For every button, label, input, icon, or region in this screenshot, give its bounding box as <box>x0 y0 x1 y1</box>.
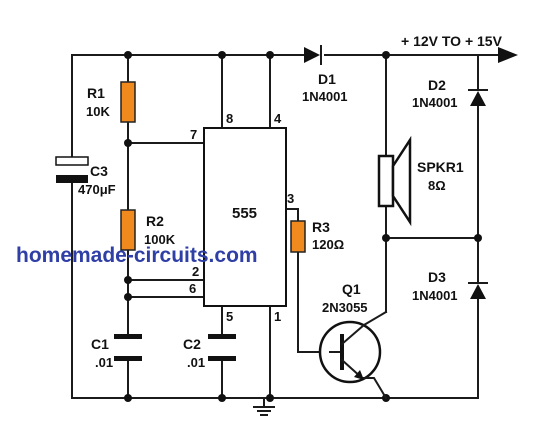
ic-pin-6: 6 <box>189 281 196 296</box>
c1-ref: C1 <box>91 336 109 352</box>
junction-dots <box>124 51 482 402</box>
r1-value: 10K <box>86 104 110 119</box>
ic-pin-7: 7 <box>190 127 197 142</box>
ground-symbol <box>253 406 275 416</box>
diode-d3 <box>468 282 488 299</box>
c3-value: 470μF <box>78 182 116 197</box>
c1-value: .01 <box>95 355 113 370</box>
resistor-r1 <box>120 81 136 123</box>
capacitor-c2 <box>208 334 236 361</box>
capacitor-c1 <box>114 334 142 361</box>
capacitor-c3 <box>55 156 89 183</box>
ic-pin-3: 3 <box>287 191 294 206</box>
ic-555-body <box>203 127 287 307</box>
ic-pin-5: 5 <box>226 309 233 324</box>
d3-ref: D3 <box>428 269 446 285</box>
c2-value: .01 <box>187 355 205 370</box>
resistor-r2 <box>120 209 136 251</box>
c2-ref: C2 <box>183 336 201 352</box>
r1-ref: R1 <box>87 85 105 101</box>
diode-d2 <box>468 89 488 106</box>
ic-pin-4: 4 <box>274 111 282 126</box>
diode-d1 <box>304 45 322 65</box>
wires <box>71 47 518 408</box>
spkr1-ref: SPKR1 <box>417 159 464 175</box>
watermark: homemade-circuits.com <box>16 244 258 267</box>
ic-pin-1: 1 <box>274 309 281 324</box>
r3-ref: R3 <box>312 219 330 235</box>
r2-ref: R2 <box>146 213 164 229</box>
d1-ref: D1 <box>318 71 336 87</box>
spkr1-value: 8Ω <box>428 178 446 193</box>
c3-ref: C3 <box>90 163 108 179</box>
ic-pin-8: 8 <box>226 111 233 126</box>
d2-ref: D2 <box>428 77 446 93</box>
d1-value: 1N4001 <box>302 89 348 104</box>
ic-pin-2: 2 <box>192 264 199 279</box>
r2-value: 100K <box>144 232 176 247</box>
d3-value: 1N4001 <box>412 288 458 303</box>
supply-label: + 12V TO + 15V <box>401 33 503 49</box>
speaker-spkr1 <box>377 135 412 227</box>
ic-name: 555 <box>232 205 257 222</box>
q1-ref: Q1 <box>342 281 361 297</box>
d2-value: 1N4001 <box>412 95 458 110</box>
resistor-r3 <box>290 220 306 253</box>
q1-value: 2N3055 <box>322 300 368 315</box>
r3-value: 120Ω <box>312 237 344 252</box>
transistor-q1 <box>318 310 388 400</box>
